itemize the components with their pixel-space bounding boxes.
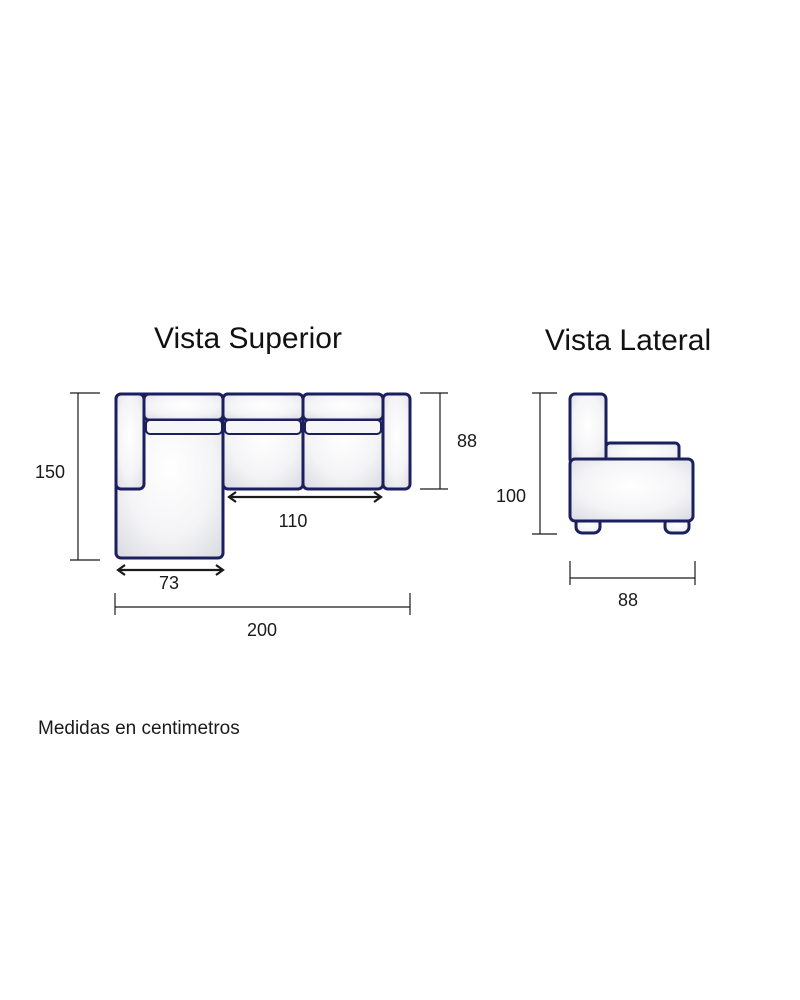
dim-110-arrow xyxy=(227,491,383,503)
dim-150-line xyxy=(70,392,100,561)
top-view-title: Vista Superior xyxy=(154,322,342,355)
dim-200-label: 200 xyxy=(247,620,277,640)
dim-100-label: 100 xyxy=(496,486,526,506)
back-cushion-1 xyxy=(142,392,225,422)
back-roll-2 xyxy=(224,419,302,435)
back-roll-3 xyxy=(304,419,382,435)
dim-110-label: 110 xyxy=(279,511,308,531)
dim-73-label: 73 xyxy=(159,573,179,593)
dim-88-side-label: 88 xyxy=(618,590,638,610)
dim-100-line xyxy=(532,392,557,535)
units-note: Medidas en centimetros xyxy=(38,718,240,739)
left-armrest xyxy=(114,392,146,491)
dim-88-top-line xyxy=(420,392,448,490)
dim-88-top-label: 88 xyxy=(457,431,477,451)
dim-150-label: 150 xyxy=(35,462,65,482)
dim-200-line xyxy=(114,593,411,615)
back-roll-1 xyxy=(145,419,223,435)
top-view-drawing xyxy=(114,392,412,560)
side-base xyxy=(568,457,695,523)
right-armrest xyxy=(381,392,412,491)
dim-73-arrow xyxy=(116,564,225,576)
dim-88-side-line xyxy=(569,561,696,585)
side-view-title: Vista Lateral xyxy=(545,324,711,357)
side-view-drawing xyxy=(568,392,695,535)
back-cushion-3 xyxy=(301,392,385,422)
side-backrest xyxy=(568,392,608,466)
back-cushion-2 xyxy=(221,392,305,422)
